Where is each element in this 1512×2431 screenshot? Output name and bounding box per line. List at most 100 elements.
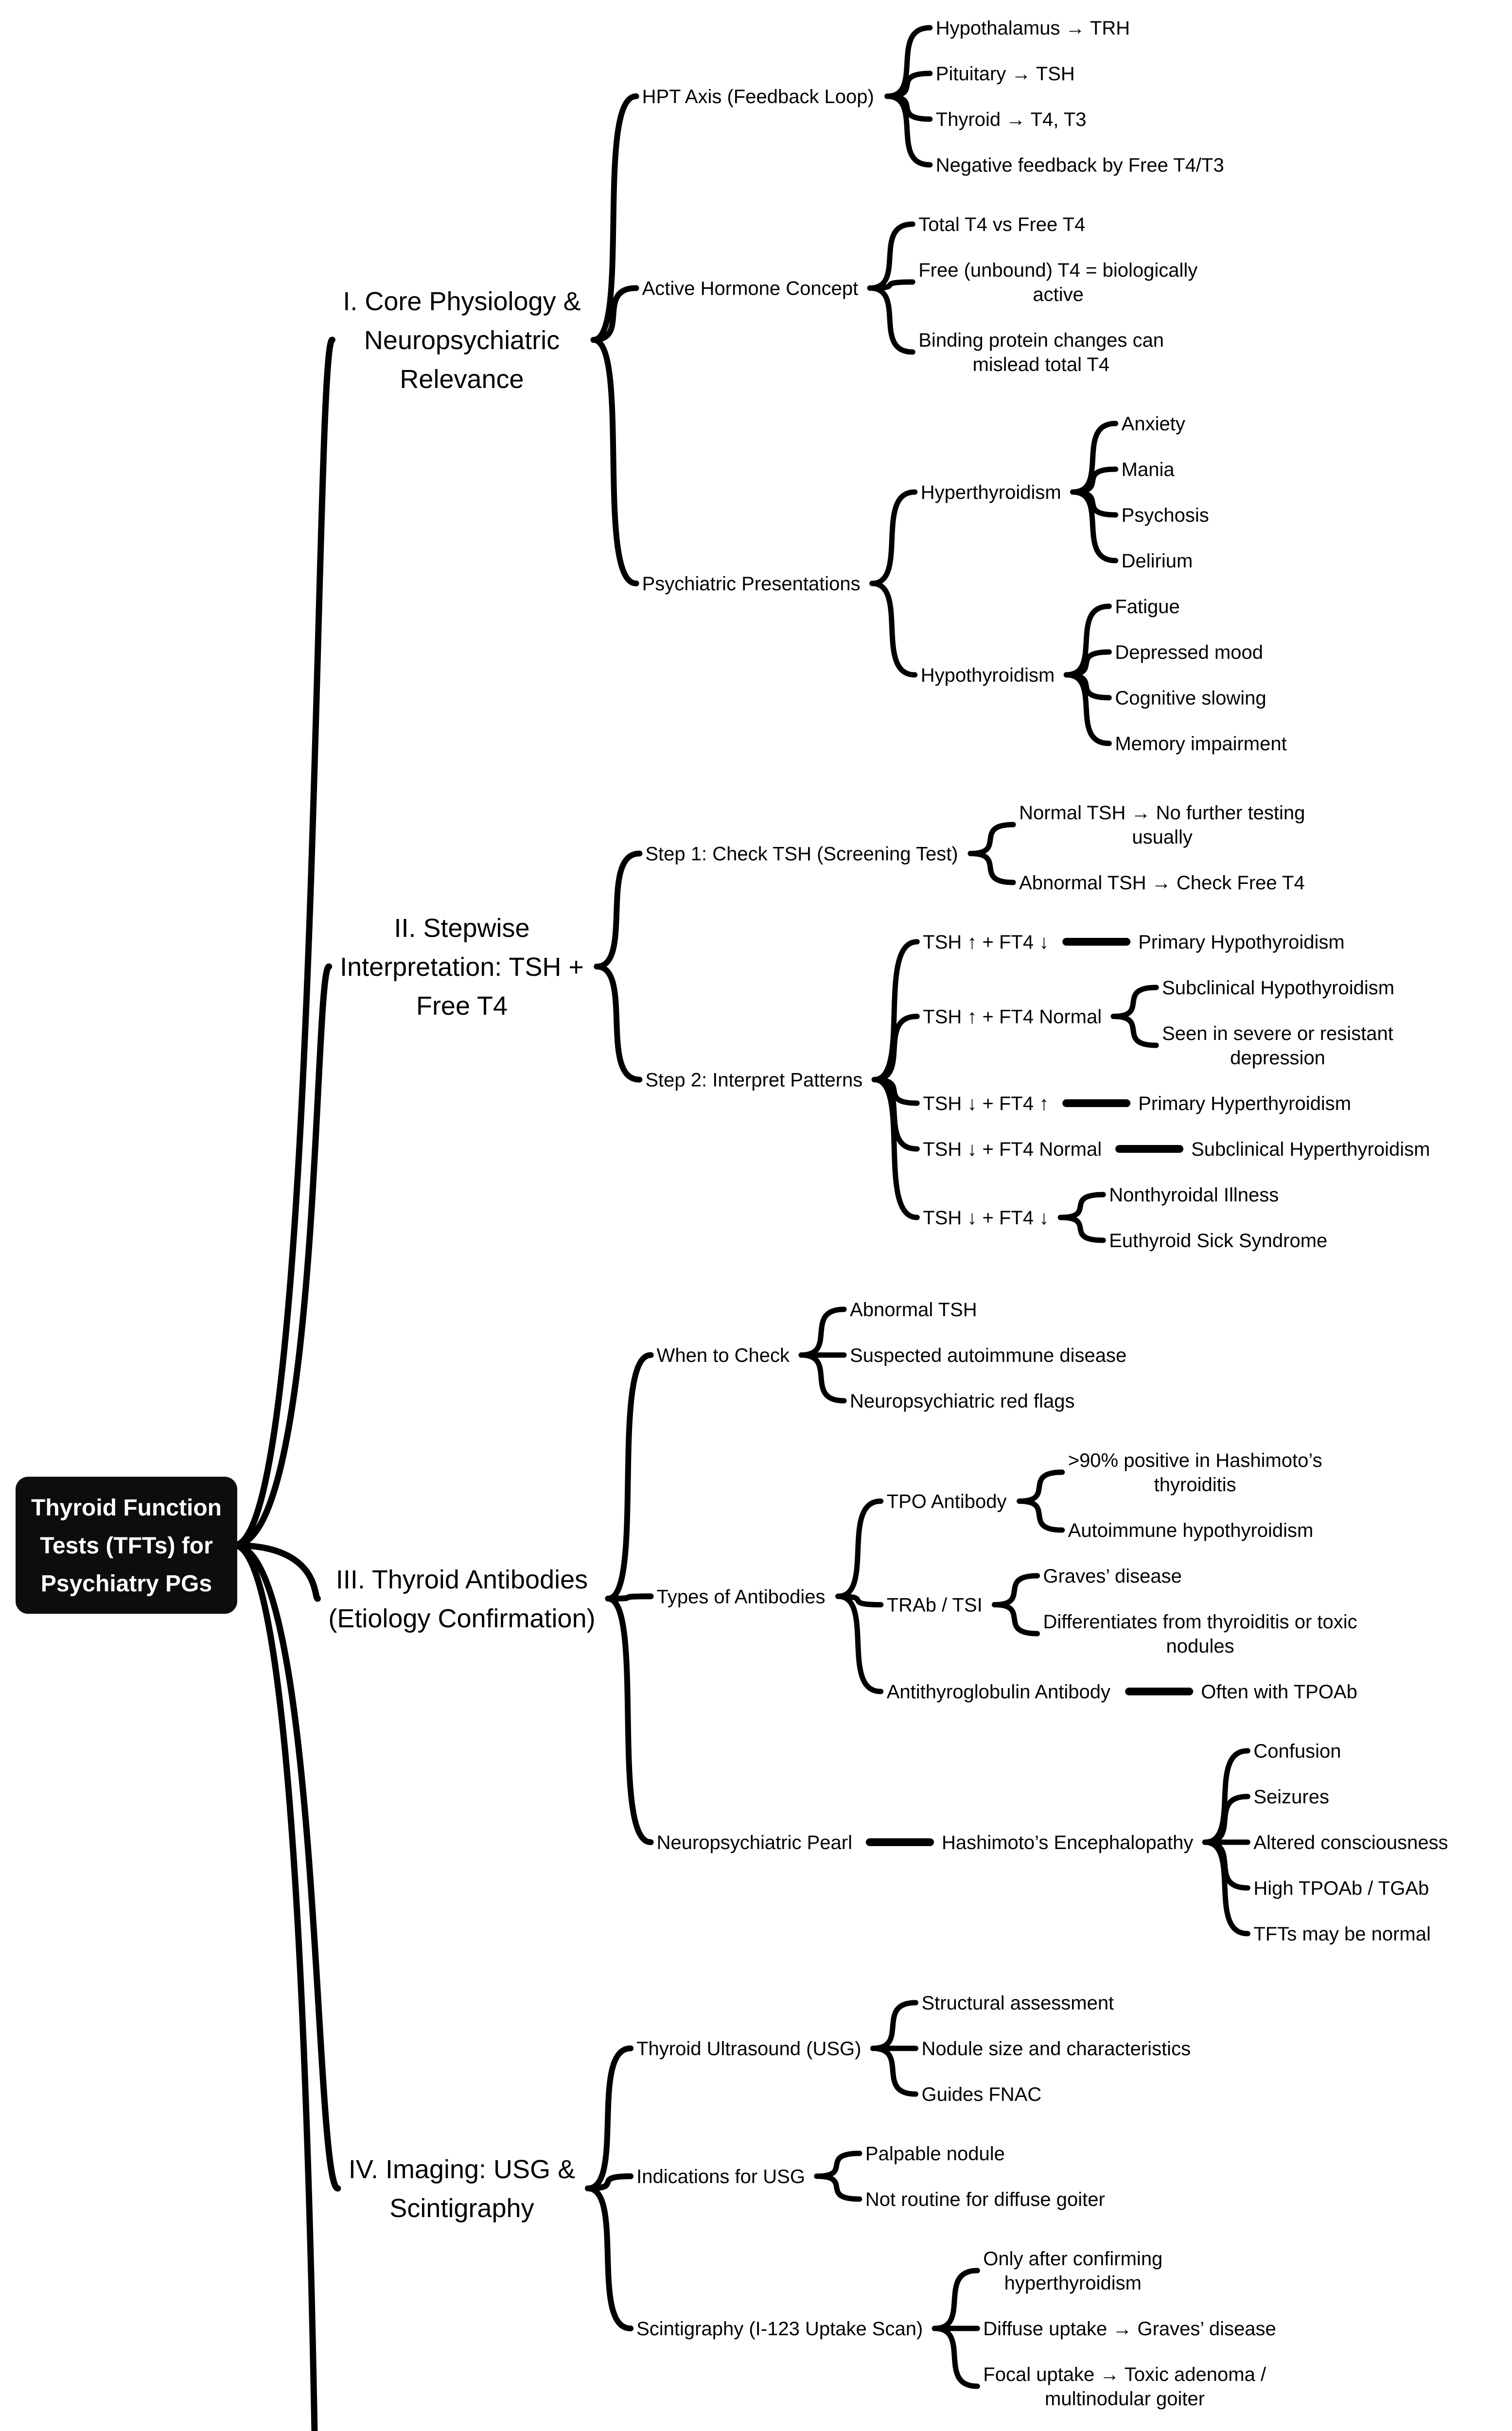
link-indications-for-usg xyxy=(585,2173,634,2191)
thyroid-t4-t3-label: Thyroid → T4, T3 xyxy=(936,109,1087,130)
when-to-check-label: When to Check xyxy=(657,1345,790,1366)
delirium-label: Delirium xyxy=(1122,550,1193,572)
graves-disease-label: Graves’ disease xyxy=(1043,1566,1182,1587)
link-antithyroglobulin-antibody xyxy=(835,1593,884,1694)
mania-label: Mania xyxy=(1122,459,1175,480)
confusion-label: Confusion xyxy=(1253,1741,1341,1762)
cognitive-slowing-label: Cognitive slowing xyxy=(1115,687,1266,709)
link-only-after-confirming xyxy=(932,2268,980,2331)
active-hormone-concept-label: Active Hormone Concept xyxy=(642,278,859,299)
link-focal-uptake-toxic xyxy=(932,2325,980,2389)
tsh-down-ft4-up-label: TSH ↓ + FT4 ↑ xyxy=(923,1093,1049,1114)
link-seizures xyxy=(1202,1794,1250,1845)
link-trab-tsi xyxy=(835,1593,884,1607)
nonthyroidal-illness-label: Nonthyroidal Illness xyxy=(1109,1184,1279,1206)
neuropsychiatric-red-flags-label: Neuropsychiatric red flags xyxy=(850,1391,1074,1412)
link-tfts-may-be-normal xyxy=(1202,1839,1250,1937)
indications-for-usg-label: Indications for USG xyxy=(636,2166,805,2187)
link-binding-protein xyxy=(867,285,915,355)
tsh-down-ft4-down-label: TSH ↓ + FT4 ↓ xyxy=(923,1207,1049,1229)
link-total-vs-free-t4 xyxy=(867,221,915,291)
link-autoimmune-hypothyroidism xyxy=(1017,1498,1065,1533)
hpt-axis-label: HPT Axis (Feedback Loop) xyxy=(642,86,874,107)
high-tpoab-tgab-label: High TPOAb / TGAb xyxy=(1253,1878,1429,1899)
differentiates-thyroiditis-label: Differentiates from thyroiditis or toxic… xyxy=(1043,1611,1357,1657)
link-abnormal-tsh xyxy=(798,1306,847,1358)
focal-uptake-toxic-label: Focal uptake → Toxic adenoma /multinodul… xyxy=(983,2364,1266,2410)
tsh-down-ft4-normal-label: TSH ↓ + FT4 Normal xyxy=(923,1139,1102,1160)
link-structural-assessment xyxy=(870,2000,918,2051)
link-sec-5 xyxy=(231,1542,318,2431)
link-seen-in-severe-depression xyxy=(1110,1014,1159,1048)
link-differentiates-thyroiditis xyxy=(992,1602,1040,1637)
hypothalamus-trh-label: Hypothalamus → TRH xyxy=(936,18,1130,39)
seizures-label: Seizures xyxy=(1253,1786,1329,1808)
step-1-check-tsh-label: Step 1: Check TSH (Screening Test) xyxy=(645,844,958,865)
step-2-interpret-label: Step 2: Interpret Patterns xyxy=(645,1070,862,1091)
link-hyperthyroidism xyxy=(869,489,918,586)
hashimotos-encephalopathy-label: Hashimoto’s Encephalopathy xyxy=(942,1832,1193,1853)
types-of-antibodies-label: Types of Antibodies xyxy=(657,1586,826,1607)
link-guides-fnac xyxy=(870,2045,918,2097)
tfts-may-be-normal-label: TFTs may be normal xyxy=(1253,1923,1431,1945)
link-memory-impairment xyxy=(1063,672,1112,746)
primary-hyperthyroidism-label: Primary Hyperthyroidism xyxy=(1138,1093,1351,1114)
trab-tsi-label: TRAb / TSI xyxy=(887,1595,983,1616)
scintigraphy-label: Scintigraphy (I-123 Uptake Scan) xyxy=(636,2318,923,2340)
diffuse-uptake-graves-label: Diffuse uptake → Graves’ disease xyxy=(983,2318,1276,2340)
link-neuropsychiatric-red-flags xyxy=(798,1352,847,1404)
link-delirium xyxy=(1070,489,1119,564)
suspected-autoimmune-label: Suspected autoimmune disease xyxy=(850,1345,1126,1366)
palpable-nodule-label: Palpable nodule xyxy=(865,2143,1005,2165)
anxiety-label: Anxiety xyxy=(1122,413,1185,435)
pituitary-tsh-label: Pituitary → TSH xyxy=(936,63,1075,85)
link-normal-tsh xyxy=(967,822,1016,856)
link-types-of-antibodies xyxy=(605,1593,654,1602)
depressed-mood-label: Depressed mood xyxy=(1115,642,1263,663)
link-euthyroid-sick-syndrome xyxy=(1057,1215,1106,1243)
structural-assessment-label: Structural assessment xyxy=(921,1992,1114,2014)
link-abnormal-tsh-check-ft4 xyxy=(967,851,1016,885)
link-step-2-interpret xyxy=(594,964,643,1083)
mindmap-links xyxy=(231,25,1250,2431)
link-hpt-axis xyxy=(590,93,639,343)
link-tsh-up-ft4-normal xyxy=(871,1014,920,1082)
abnormal-tsh-label: Abnormal TSH xyxy=(850,1299,977,1321)
euthyroid-sick-syndrome-label: Euthyroid Sick Syndrome xyxy=(1109,1230,1327,1251)
root-node-box xyxy=(16,1477,237,1614)
link-scintigraphy xyxy=(585,2185,634,2331)
link-positive-hashimotos xyxy=(1017,1469,1065,1504)
link-negative-feedback xyxy=(884,93,933,168)
primary-hypothyroidism-label: Primary Hypothyroidism xyxy=(1138,932,1345,953)
link-palpable-nodule xyxy=(814,2150,862,2179)
sec-3-label: III. Thyroid Antibodies(Etiology Confirm… xyxy=(328,1565,595,1633)
link-nonthyroidal-illness xyxy=(1057,1192,1106,1220)
link-tsh-down-ft4-down xyxy=(871,1077,920,1220)
abnormal-tsh-check-ft4-label: Abnormal TSH → Check Free T4 xyxy=(1019,872,1305,894)
subclinical-hyperthyroidism-label: Subclinical Hyperthyroidism xyxy=(1191,1139,1430,1160)
not-routine-goiter-label: Not routine for diffuse goiter xyxy=(865,2189,1105,2210)
link-thyroid-ultrasound xyxy=(585,2045,634,2191)
sec-4-label: IV. Imaging: USG &Scintigraphy xyxy=(349,2155,575,2223)
antithyroglobulin-antibody-label: Antithyroglobulin Antibody xyxy=(887,1681,1110,1703)
link-sec-2 xyxy=(231,963,333,1549)
fatigue-label: Fatigue xyxy=(1115,596,1179,617)
nodule-size-label: Nodule size and characteristics xyxy=(921,2038,1191,2060)
link-psychiatric-presentations xyxy=(590,337,639,586)
tsh-up-ft4-normal-label: TSH ↑ + FT4 Normal xyxy=(923,1006,1102,1028)
neuropsychiatric-pearl-label: Neuropsychiatric Pearl xyxy=(657,1832,852,1853)
altered-consciousness-label: Altered consciousness xyxy=(1253,1832,1448,1853)
link-graves-disease xyxy=(992,1573,1040,1607)
link-sec-1 xyxy=(231,336,335,1549)
link-sec-4 xyxy=(231,1542,341,2192)
psychosis-label: Psychosis xyxy=(1122,505,1209,526)
link-sec-3 xyxy=(231,1542,321,1602)
